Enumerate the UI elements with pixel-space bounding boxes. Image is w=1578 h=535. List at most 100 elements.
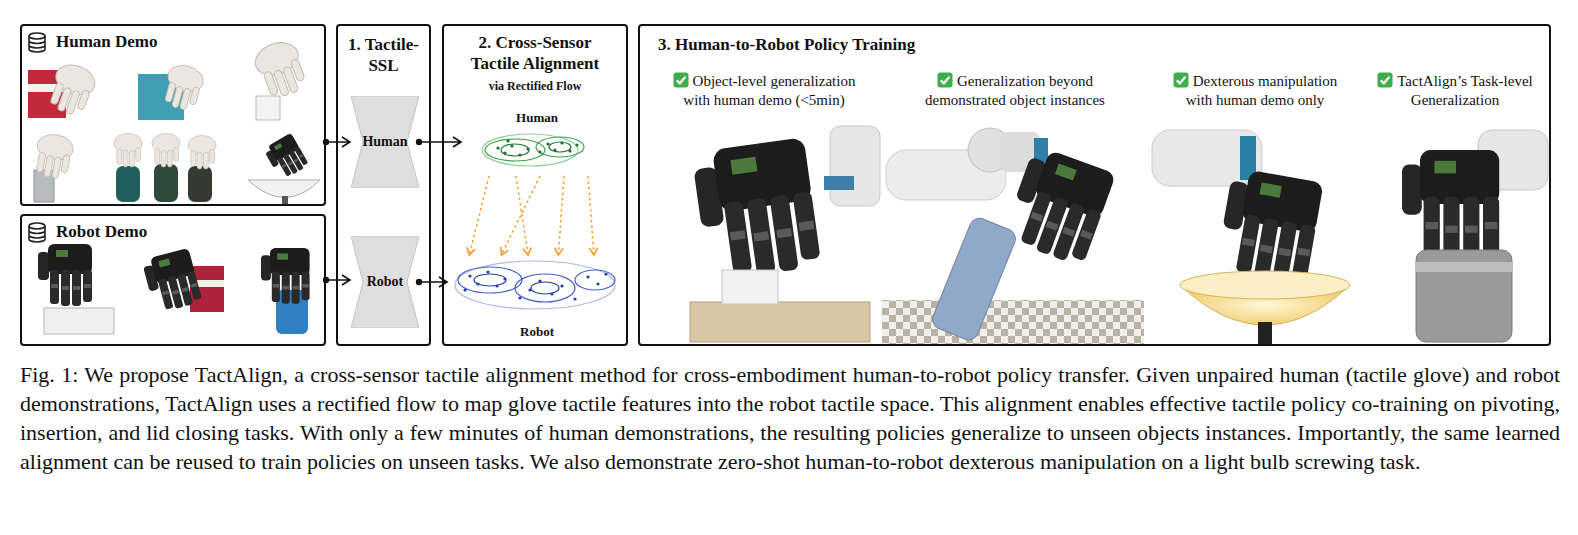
alignment-distributions <box>568 149 571 152</box>
alignment-distributions <box>549 142 571 152</box>
robot-policy-photos <box>1001 145 1116 268</box>
node-label: Human <box>462 110 612 126</box>
arrow-head <box>467 247 598 255</box>
flow-arrow <box>326 275 350 285</box>
check-icon <box>673 73 688 88</box>
alignment-distributions <box>501 144 529 156</box>
alignment-distributions <box>518 296 521 299</box>
check-icon <box>1378 73 1393 88</box>
node-label: Robot <box>448 324 626 340</box>
robot-demo-photos <box>261 248 310 304</box>
alignment-distributions <box>575 270 615 290</box>
robot-policy-photos <box>691 137 821 282</box>
robot-policy-photos <box>1416 250 1512 342</box>
robot-policy-photos <box>824 176 854 190</box>
human-demo-photos <box>251 37 310 102</box>
panel: 1. Tactile-SSL HumanRobot <box>336 24 431 346</box>
alignment-distributions <box>476 282 479 285</box>
check-icon <box>1381 77 1390 84</box>
human-demo-photos <box>45 60 99 119</box>
arrow-dot <box>323 139 329 145</box>
flow-arrow <box>419 137 461 147</box>
feature-distribution: Human <box>462 110 612 176</box>
alignment-distributions <box>604 272 607 275</box>
check-icon <box>1377 72 1393 88</box>
panel: Robot Demo <box>20 214 326 346</box>
alignment-distributions <box>468 274 471 277</box>
alignment-distributions <box>586 275 589 278</box>
alignment-distributions <box>474 274 506 286</box>
human-demo-photos <box>116 166 140 202</box>
result-text: Object-level generalization with human d… <box>683 73 855 108</box>
alignment-distributions <box>463 270 607 300</box>
panel: 3. Human-to-Robot Policy TrainingObject-… <box>638 24 1551 346</box>
robot-policy-photos <box>1215 167 1324 287</box>
check-icon <box>937 72 953 88</box>
alignment-distributions <box>518 153 521 156</box>
result-text: Dexterous manipulation with human demo o… <box>1186 73 1338 108</box>
human-demo-photos <box>152 133 180 167</box>
database-icon <box>29 33 45 52</box>
panel: Human Demo <box>20 24 326 206</box>
robot-policy-photos <box>830 126 880 206</box>
result-text: TactAlign’s Task-level Generalization <box>1397 73 1533 108</box>
human-demo-photos <box>114 133 142 167</box>
robot-policy-photos <box>1152 130 1262 186</box>
alignment-distributions <box>575 143 578 146</box>
result-band: Object-level generalization with human d… <box>646 72 882 344</box>
robot-policy-photos <box>1416 262 1512 272</box>
alignment-distributions <box>458 267 522 293</box>
robot-demo-photos <box>44 308 114 334</box>
robot-policy-photos <box>930 215 1019 342</box>
human-demo-photos <box>256 96 280 120</box>
human-demo-photos <box>248 180 320 198</box>
alignment-distributions <box>546 142 549 145</box>
alignment-distributions <box>560 141 563 144</box>
human-demo-photos <box>160 62 206 113</box>
node-label: Human <box>362 134 407 150</box>
node-label: 1. Tactile-SSL <box>341 34 427 76</box>
alignment-distributions <box>553 148 556 151</box>
alignment-distributions <box>495 284 498 287</box>
arrow-dot <box>416 279 422 285</box>
encoder-shape: Robot <box>351 236 419 328</box>
robot-demo-photos <box>38 244 92 306</box>
database-icon <box>29 223 45 229</box>
node-label: 3. Human-to-Robot Policy Training <box>658 35 1549 55</box>
node-label: Robot <box>367 274 404 290</box>
alignment-distributions <box>486 270 489 273</box>
robot-policy-photos <box>882 300 1144 344</box>
encoder-shape <box>351 96 419 188</box>
robot-policy-photos <box>722 270 778 304</box>
node-subtitle: via Rectified Flow <box>444 78 626 94</box>
panel: 2. Cross-Sensor Tactile Alignment via Rec… <box>442 24 628 346</box>
database-icon <box>29 36 45 52</box>
database-icon <box>29 223 45 242</box>
human-demo-photos <box>188 166 212 202</box>
result-caption: Dexterous manipulation with human demo o… <box>1162 72 1348 110</box>
alignment-distributions <box>503 151 506 154</box>
alignment-distributions <box>538 279 541 282</box>
alignment-distributions <box>510 144 513 147</box>
check-icon <box>676 77 685 84</box>
alignment-distributions <box>496 139 578 156</box>
result-caption: Object-level generalization with human d… <box>662 72 866 110</box>
robot-demo-photos <box>38 244 310 334</box>
robot-policy-photos <box>690 126 1548 344</box>
node-label: 2. Cross-Sensor Tactile Alignment <box>454 32 616 74</box>
alignment-distributions <box>538 150 541 153</box>
alignment-distributions <box>506 139 509 142</box>
alignment-distributions <box>463 288 466 291</box>
human-demo-photos <box>28 37 320 204</box>
robot-demo-photos <box>141 248 202 314</box>
result-band: Generalization beyond demonstrated objec… <box>882 72 1148 344</box>
check-icon <box>937 73 952 88</box>
alignment-distributions <box>560 284 563 287</box>
encoder-shape: Human <box>351 96 419 188</box>
arrow-dot <box>323 277 329 283</box>
figure-caption: Fig. 1: We propose TactAlign, a cross-se… <box>20 360 1560 476</box>
check-icon <box>941 77 950 84</box>
alignment-distributions <box>528 288 531 291</box>
result-caption: Generalization beyond demonstrated objec… <box>904 72 1126 110</box>
flow-arrow <box>326 137 350 147</box>
